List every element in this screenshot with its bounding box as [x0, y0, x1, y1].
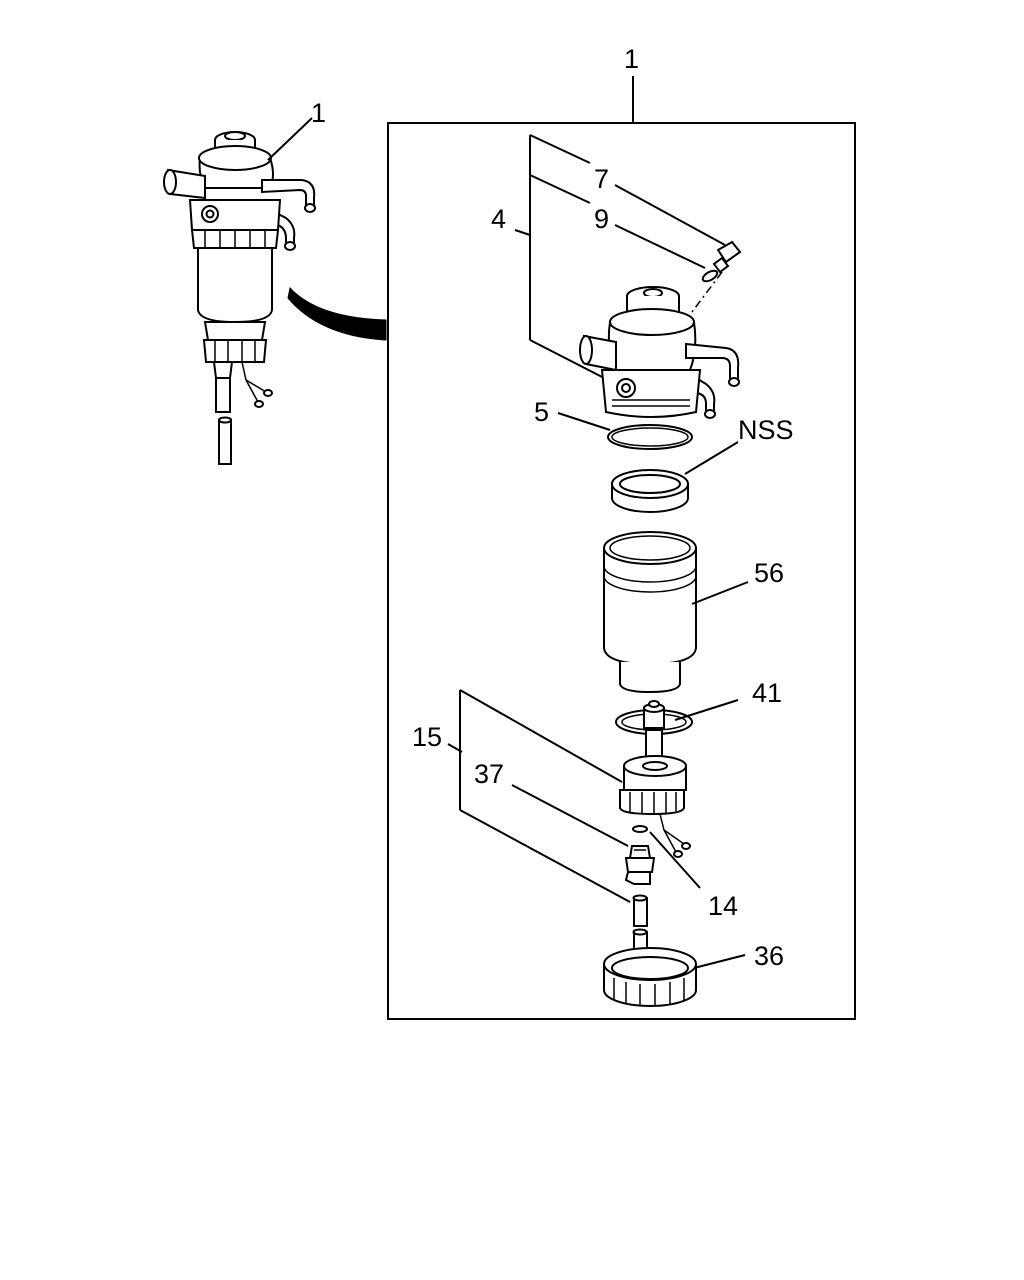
retaining-ring [603, 947, 697, 1007]
tube [632, 894, 648, 957]
callout-assembly-top: 1 [624, 44, 639, 74]
callout-37: 37 [474, 759, 504, 789]
assembly-arrow [287, 286, 387, 341]
exploded-view-frame [387, 122, 856, 1020]
washer [701, 269, 719, 283]
plug [712, 240, 742, 274]
callout-14: 14 [708, 891, 738, 921]
callout-15: 15 [412, 722, 442, 752]
callout-56: 56 [754, 558, 784, 588]
callout-9: 9 [594, 204, 609, 234]
callout-assembly-left: 1 [311, 98, 326, 128]
callout-5: 5 [534, 397, 549, 427]
callout-nss: NSS [738, 415, 794, 445]
filter-element [603, 531, 697, 694]
sensor-housing [619, 729, 691, 858]
assembled-filter-overview [163, 131, 316, 465]
drain-valve [624, 845, 656, 885]
seal-ring [611, 469, 689, 513]
callout-41: 41 [752, 678, 782, 708]
callout-4: 4 [491, 204, 506, 234]
o-ring [607, 424, 693, 450]
callout-7: 7 [594, 164, 609, 194]
filter-head [579, 286, 740, 419]
callout-36: 36 [754, 941, 784, 971]
